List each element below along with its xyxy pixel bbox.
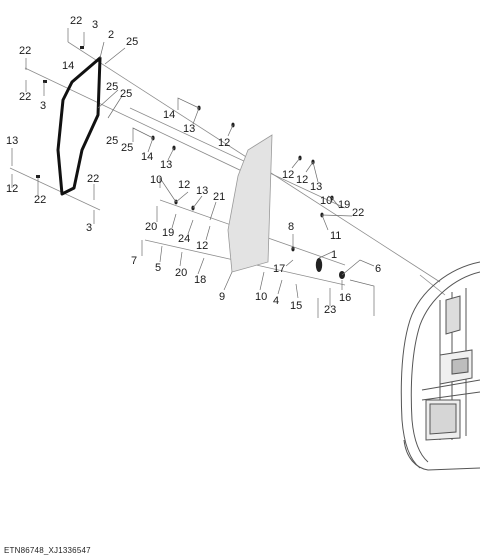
callout-label: 3	[86, 222, 92, 234]
callout-label: 20	[175, 267, 187, 279]
callout-label: 9	[219, 291, 225, 303]
callout-label: 22	[352, 207, 364, 219]
cab-frame-illustration	[400, 261, 480, 471]
callout-label: 20	[145, 221, 157, 233]
callout-label: 10	[150, 174, 162, 186]
callout-label: 12	[296, 174, 308, 186]
callout-label: 14	[141, 151, 153, 163]
door-seal-part	[56, 56, 102, 196]
callout-label: 24	[178, 233, 190, 245]
callout-label: 12	[282, 169, 294, 181]
callout-label: 6	[375, 263, 381, 275]
callout-label: 11	[330, 230, 341, 242]
callout-label: 13	[6, 135, 18, 147]
callout-label: 23	[324, 304, 336, 316]
callout-label: 10	[320, 195, 332, 207]
callout-label: 12	[196, 240, 208, 252]
callout-label: 25	[106, 81, 118, 93]
leader-lines	[11, 28, 375, 318]
callout-label: 4	[273, 295, 279, 307]
callout-label: 5	[155, 262, 161, 274]
callout-label: 18	[194, 274, 206, 286]
callout-label: 13	[160, 159, 172, 171]
callout-label: 22	[70, 15, 82, 27]
callout-label: 12	[218, 137, 230, 149]
callout-label: 2	[108, 29, 114, 41]
callout-label: 22	[19, 45, 31, 57]
callout-label: 21	[213, 191, 225, 203]
callout-label: 14	[163, 109, 175, 121]
callout-label: 13	[310, 181, 322, 193]
callout-label: 8	[288, 221, 294, 233]
callout-label: 25	[106, 135, 118, 147]
callout-label: 3	[92, 19, 98, 31]
callout-labels: 22 3 2 25 22 22 3 25 25 14 13 12 14 13 1…	[6, 15, 381, 316]
callout-label: 22	[34, 194, 46, 206]
callout-label: 1	[331, 249, 337, 261]
callout-label: 12	[6, 183, 18, 195]
callout-label: 25	[126, 36, 138, 48]
callout-label: 15	[290, 300, 302, 312]
hardware-markers	[36, 46, 345, 279]
callout-label: 16	[339, 292, 351, 304]
glass-panel-part	[227, 134, 273, 273]
callout-label: 19	[162, 227, 174, 239]
callout-label: 7	[131, 255, 137, 267]
callout-label: 22	[19, 91, 31, 103]
callout-label: 13	[196, 185, 208, 197]
callout-label: 13	[183, 123, 195, 135]
callout-label: 3	[40, 100, 46, 112]
callout-label: 17	[273, 263, 285, 275]
figure-id-caption: ETN86748_XJ1336547	[4, 546, 91, 555]
callout-label: 19	[338, 199, 350, 211]
callout-label: 12	[178, 179, 190, 191]
callout-label: 10	[255, 291, 267, 303]
callout-label: 14	[62, 60, 74, 72]
callout-label: 25	[120, 88, 132, 100]
callout-label: 25	[121, 142, 133, 154]
callout-label: 22	[87, 173, 99, 185]
